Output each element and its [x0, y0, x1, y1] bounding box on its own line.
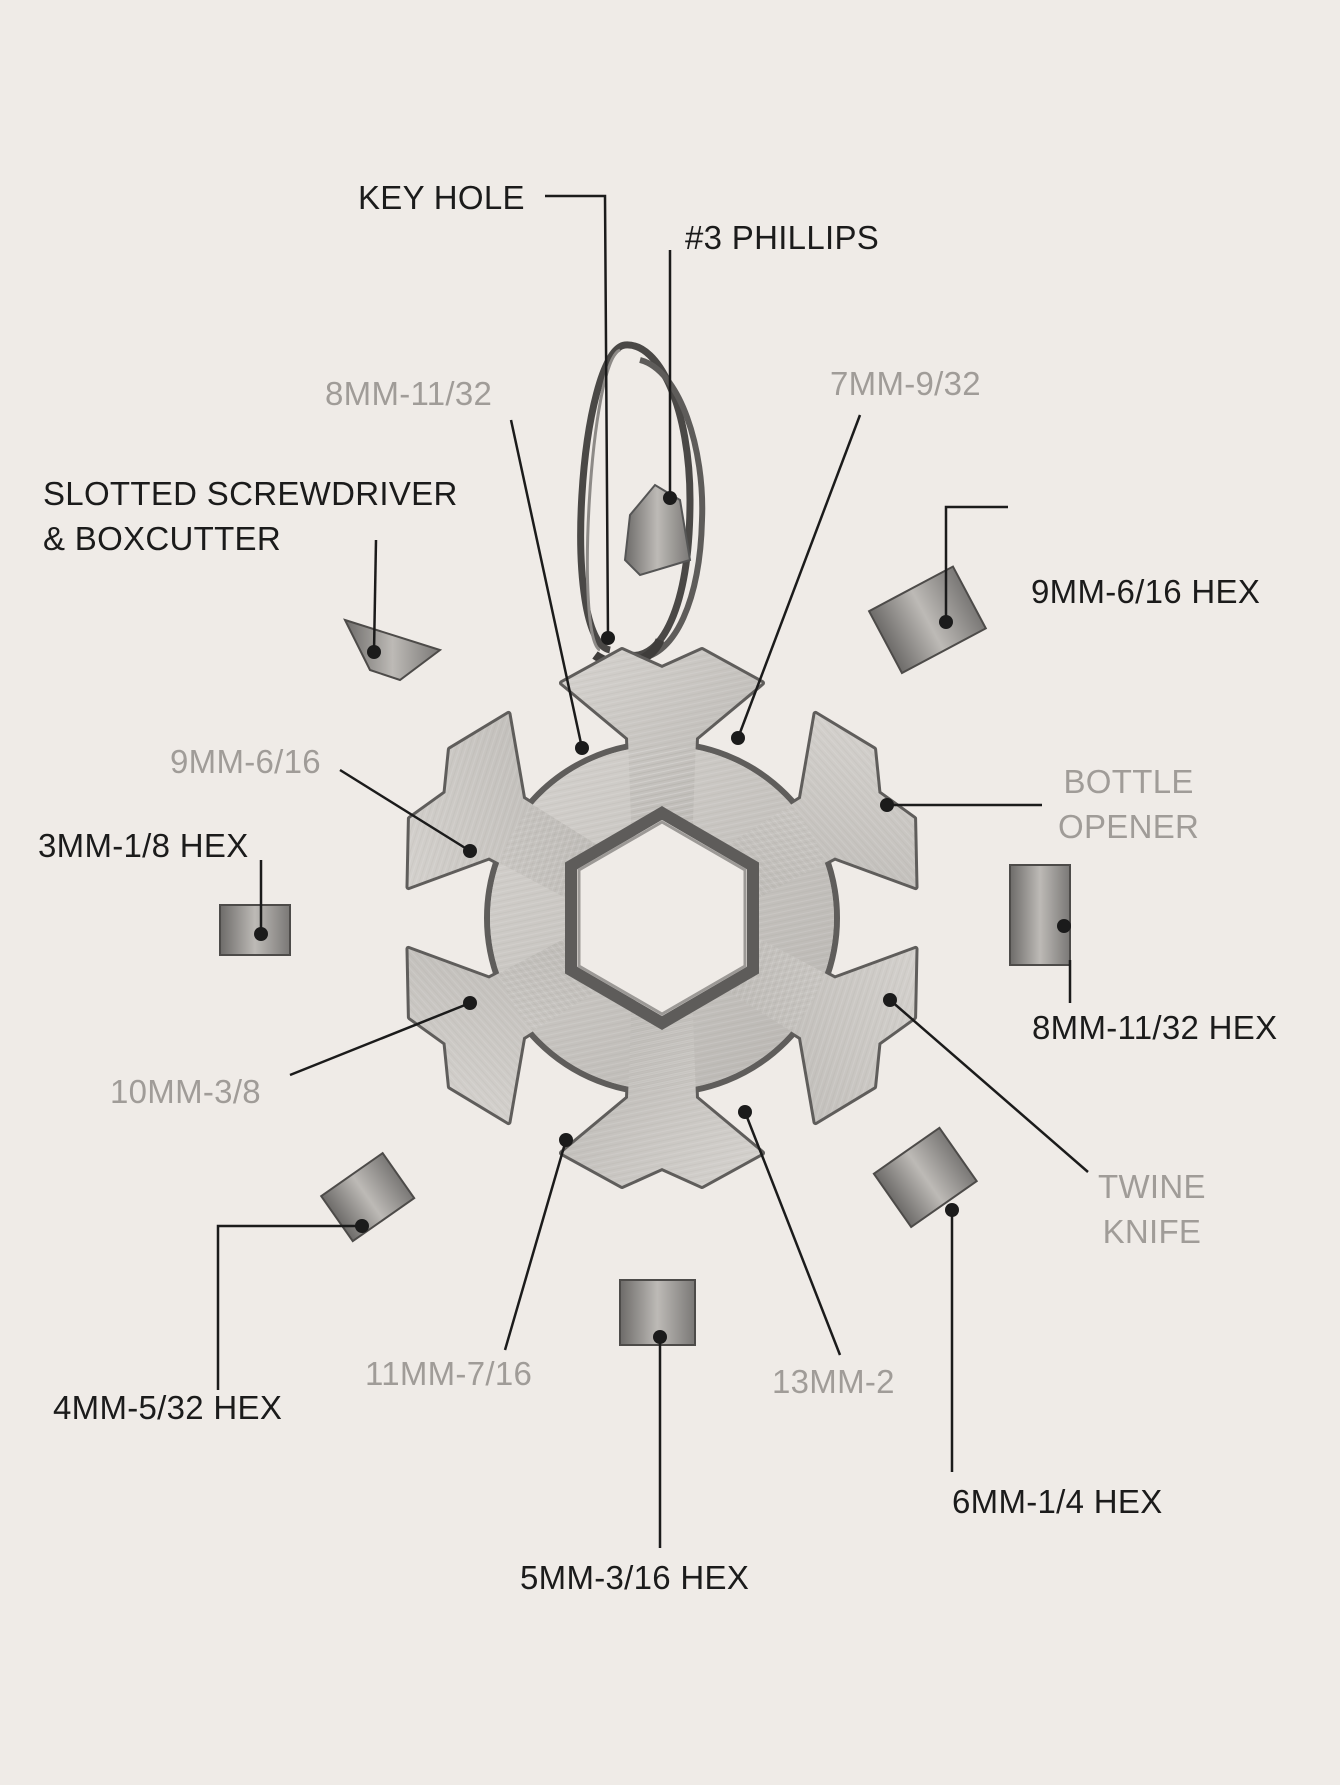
snowflake-body: [380, 650, 944, 1186]
label-3mm-hex: 3MM-1/8 HEX: [38, 827, 249, 864]
dot-bottle: [880, 798, 894, 812]
label-phillips: #3 PHILLIPS: [685, 219, 880, 256]
label-9mm-hex: 9MM-6/16 HEX: [1031, 573, 1261, 610]
hex-bit-9mm: [867, 565, 988, 675]
label-key-hole: KEY HOLE: [358, 179, 525, 216]
label-5mm-hex: 5MM-3/16 HEX: [520, 1559, 750, 1596]
dot-slotted: [367, 645, 381, 659]
label-bottle-line1: BOTTLE: [1063, 763, 1194, 800]
label-twine-knife: TWINE KNIFE: [1098, 1165, 1206, 1254]
label-bottle-opener: BOTTLE OPENER: [1058, 760, 1199, 849]
label-bottle-line2: OPENER: [1058, 807, 1200, 845]
dot-8mm: [575, 741, 589, 755]
dot-7mm: [731, 731, 745, 745]
leader-lines: [216, 194, 1089, 1548]
label-slotted-line1: SLOTTED SCREWDRIVER: [43, 475, 458, 512]
dot-hex3: [254, 927, 268, 941]
label-6mm-hex: 6MM-1/4 HEX: [952, 1483, 1163, 1520]
pointer-dots: [254, 491, 1071, 1344]
dot-key-hole: [601, 631, 615, 645]
dot-phillips: [663, 491, 677, 505]
dot-13mm: [738, 1105, 752, 1119]
dot-hex5: [653, 1330, 667, 1344]
dot-hex6: [945, 1203, 959, 1217]
dot-hex9: [939, 615, 953, 629]
hex-bit-5mm: [619, 1279, 696, 1346]
dot-9mm: [463, 844, 477, 858]
dot-hex4: [355, 1219, 369, 1233]
phillips-bit: [623, 483, 692, 577]
key-ring: [577, 341, 706, 668]
label-11mm-7-16: 11MM-7/16: [365, 1355, 533, 1392]
label-8mm-hex: 8MM-11/32 HEX: [1032, 1009, 1278, 1046]
label-twine-line1: TWINE: [1098, 1168, 1206, 1205]
dot-11mm: [559, 1133, 573, 1147]
label-4mm-hex: 4MM-5/32 HEX: [53, 1389, 283, 1426]
hex-bit-6mm: [872, 1126, 979, 1229]
dot-hex8: [1057, 919, 1071, 933]
label-twine-line2: KNIFE: [1102, 1212, 1202, 1250]
boxcutter-blade: [343, 618, 443, 682]
hex-bit-8mm: [1009, 864, 1071, 966]
label-slotted-screwdriver: SLOTTED SCREWDRIVER & BOXCUTTER: [43, 472, 458, 561]
dot-twine: [883, 993, 897, 1007]
label-8mm-11-32: 8MM-11/32: [325, 375, 493, 412]
label-13mm-2: 13MM-2: [772, 1363, 895, 1400]
label-9mm-6-16: 9MM-6/16: [170, 743, 321, 780]
hex-bit-3mm: [219, 904, 291, 956]
dot-10mm: [463, 996, 477, 1010]
center-hex-hole: [565, 806, 759, 1030]
label-7mm-9-32: 7MM-9/32: [830, 365, 981, 402]
hex-bit-4mm: [319, 1151, 416, 1243]
hex-bits: [219, 565, 1071, 1346]
label-slotted-line2: & BOXCUTTER: [43, 519, 281, 557]
label-10mm-3-8: 10MM-3/8: [110, 1073, 261, 1110]
